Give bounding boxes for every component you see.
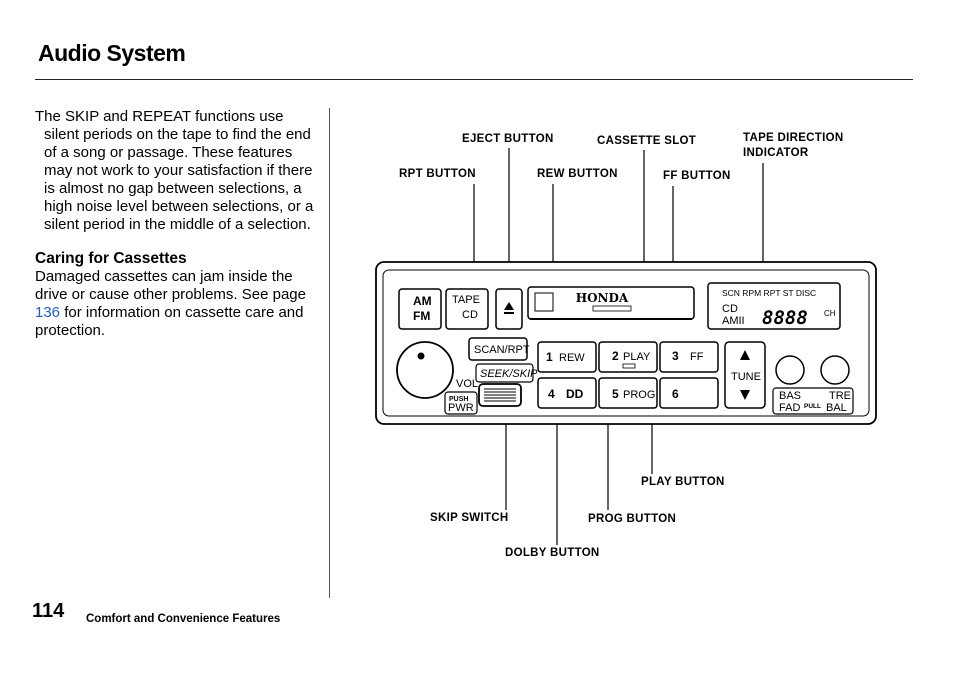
tone-label-plate xyxy=(772,387,854,415)
btn2-label: PLAY xyxy=(623,351,651,363)
btn3-label: FF xyxy=(690,351,704,363)
btn4-label: DD xyxy=(566,387,584,401)
caring-text-end: for information on cassette care and pro… xyxy=(35,304,304,339)
caring-text-start: Damaged cassettes can jam inside the dri… xyxy=(35,268,306,303)
btn4-number: 4 xyxy=(548,387,555,401)
am-label: AM xyxy=(413,294,432,308)
btn3-number: 3 xyxy=(672,349,679,363)
bas-label: BAS xyxy=(779,390,801,402)
seek-skip-label-plate xyxy=(475,363,534,383)
display-cd: CD xyxy=(722,303,738,315)
display-ch: CH xyxy=(824,309,836,318)
fm-label: FM xyxy=(413,309,430,323)
prog-button-label: PROG BUTTON xyxy=(588,513,676,525)
preset-2-play-button[interactable] xyxy=(598,341,658,373)
skip-switch-label: SKIP SWITCH xyxy=(430,512,508,524)
btn5-number: 5 xyxy=(612,387,619,401)
preset-1-rew-button[interactable] xyxy=(537,341,597,373)
tape-direction-label-1: TAPE DIRECTION xyxy=(743,132,843,144)
display-indicators: SCN RPM RPT ST DISC xyxy=(722,288,816,298)
tune-rocker[interactable] xyxy=(724,341,766,409)
eject-button-label: EJECT BUTTON xyxy=(462,133,554,145)
push-label: PUSH xyxy=(449,396,468,403)
play-indicator xyxy=(622,363,636,369)
rew-button-label: REW BUTTON xyxy=(537,168,618,180)
column-divider xyxy=(329,108,330,598)
fad-label: FAD xyxy=(779,402,800,414)
tre-label: TRE xyxy=(829,390,851,402)
preset-4-dolby-button[interactable] xyxy=(537,377,597,409)
display-am: AMII xyxy=(722,315,745,327)
preset-5-prog-button[interactable] xyxy=(598,377,658,409)
preset-3-ff-button[interactable] xyxy=(659,341,719,373)
btn6-number: 6 xyxy=(672,387,679,401)
ff-button-label: FF BUTTON xyxy=(663,170,731,182)
tune-label: TUNE xyxy=(731,371,761,383)
page-link[interactable]: 136 xyxy=(35,304,61,321)
tape-direction-label-2: INDICATOR xyxy=(743,147,809,159)
btn5-label: PROG xyxy=(623,389,655,401)
vol-label: VOL. xyxy=(456,378,481,390)
page-number: 114 xyxy=(32,600,65,622)
page-title: Audio System xyxy=(38,40,186,66)
pwr-label: PWR xyxy=(448,402,474,414)
eject-icon xyxy=(504,302,514,310)
caring-paragraph: Damaged cassettes can jam inside the dri… xyxy=(35,268,320,340)
head-unit-inner-frame xyxy=(382,269,870,417)
honda-logo: HONDA xyxy=(576,291,629,305)
body-text-column: The SKIP and REPEAT functions use silent… xyxy=(35,108,320,340)
volume-knob-dot xyxy=(417,352,425,360)
seek-skip-label: SEEK/SKIP xyxy=(480,368,538,380)
cassette-slot-label: CASSETTE SLOT xyxy=(597,135,696,147)
skip-switch-ribs xyxy=(484,388,516,402)
btn1-label: REW xyxy=(559,352,585,364)
am-fm-button[interactable] xyxy=(398,288,442,330)
pull-label: PULL xyxy=(804,403,821,410)
bass-fader-knob[interactable] xyxy=(775,355,805,385)
tape-label: TAPE xyxy=(452,294,480,306)
rpt-button-label: RPT BUTTON xyxy=(399,168,476,180)
preset-6-button[interactable] xyxy=(659,377,719,409)
bal-label: BAL xyxy=(826,402,847,414)
tape-cd-button[interactable] xyxy=(445,288,489,330)
treble-balance-knob[interactable] xyxy=(820,355,850,385)
pwr-label-plate xyxy=(444,391,478,415)
title-divider xyxy=(35,79,913,80)
btn1-number: 1 xyxy=(546,350,553,364)
scan-rpt-label: SCAN/RPT xyxy=(474,344,530,356)
tune-down-icon xyxy=(740,390,750,400)
display-digits: 8888 xyxy=(762,307,808,329)
tune-up-icon xyxy=(740,350,750,360)
skip-repeat-paragraph: The SKIP and REPEAT functions use silent… xyxy=(35,108,314,233)
eject-icon-bar xyxy=(504,312,514,314)
lcd-display xyxy=(707,282,841,330)
footer-section-title: Comfort and Convenience Features xyxy=(86,613,281,625)
dolby-logo-mark xyxy=(592,305,632,312)
tape-door-window xyxy=(534,292,554,312)
dolby-button-label: DOLBY BUTTON xyxy=(505,547,600,559)
caring-heading: Caring for Cassettes xyxy=(35,250,187,267)
cd-label: CD xyxy=(462,309,478,321)
btn2-number: 2 xyxy=(612,349,619,363)
scan-rpt-button[interactable] xyxy=(468,337,528,361)
volume-knob[interactable] xyxy=(396,341,454,399)
play-button-label: PLAY BUTTON xyxy=(641,476,725,488)
